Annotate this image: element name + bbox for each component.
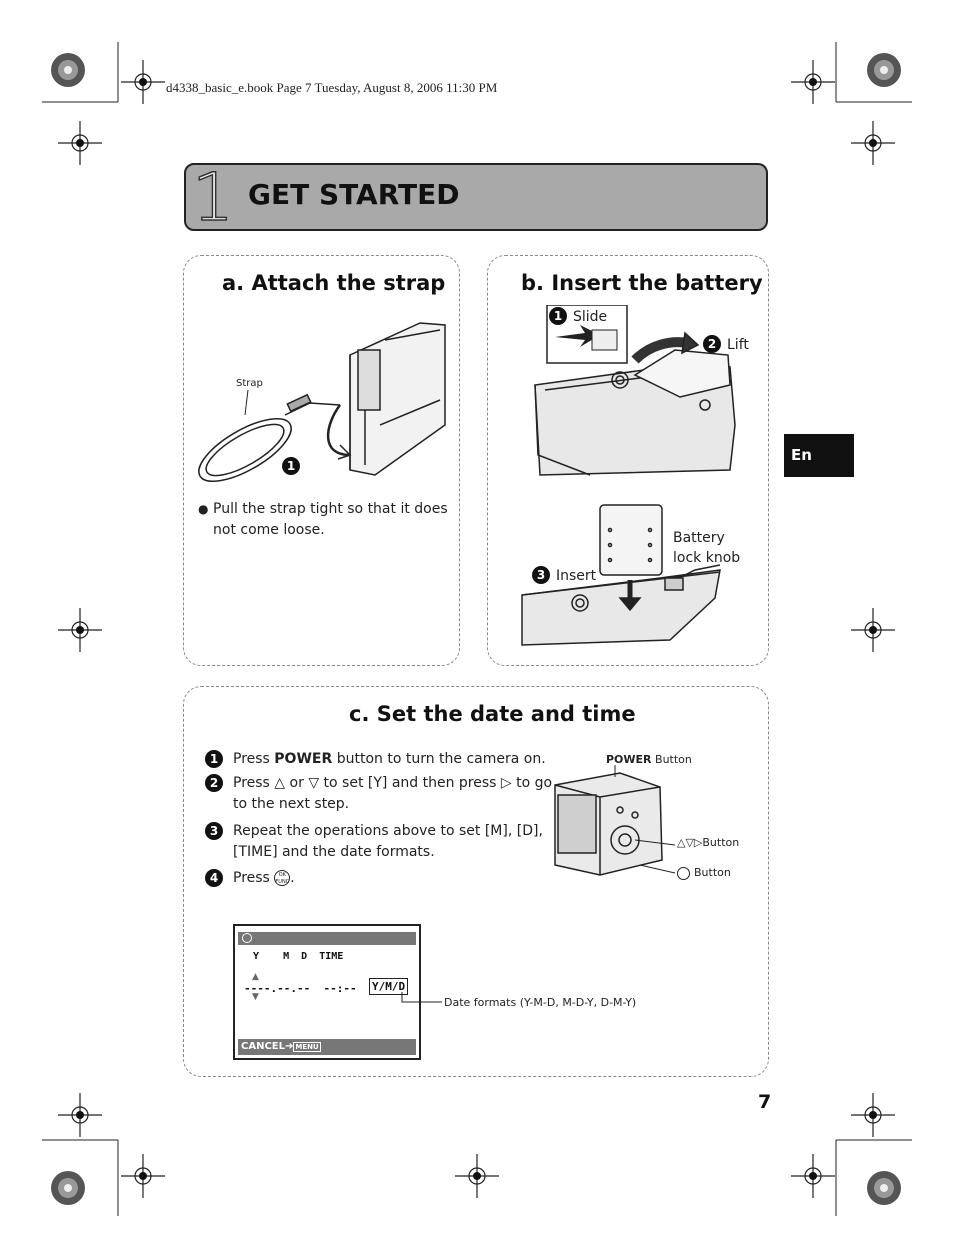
strap-bullet-text: Pull the strap tight so that it does not… — [213, 501, 448, 538]
date-step-2-num: 2 — [205, 774, 223, 792]
lcd-date-format: Y/M/D — [369, 978, 409, 995]
strap-camera-illustration — [198, 322, 446, 482]
date-step-3-num: 3 — [205, 822, 223, 840]
lcd-date-value: ----.--.-- --:-- — [244, 982, 357, 995]
format-callout-line — [401, 992, 442, 1003]
lcd-cancel-bar: CANCEL➔MENU — [238, 1039, 416, 1055]
lcd-date-screen: Y M D TIME ▲ ----.--.-- --:-- ▼ Y/M/D CA… — [233, 924, 421, 1060]
section-c-box — [183, 686, 769, 1077]
lcd-down-icon: ▼ — [252, 992, 259, 1002]
battery-step1-label: Slide — [573, 309, 608, 325]
date-step-2-d: to go to the next step. — [233, 775, 553, 812]
ok-func-small-icon — [677, 866, 690, 880]
down-arrow-icon: ▽ — [308, 775, 320, 791]
up-arrow-icon: △ — [274, 775, 286, 791]
date-step-2-a: Press — [233, 775, 275, 791]
section-b-title: b. Insert the battery — [521, 271, 763, 295]
language-tab: En — [784, 434, 854, 477]
ok-button-text: Button — [694, 866, 731, 879]
page-number: 7 — [758, 1091, 772, 1113]
date-step-1-text: Press POWER button to turn the camera on… — [233, 749, 563, 770]
arrow-icon: ➔ — [285, 1041, 294, 1052]
strap-step-marker: 1 — [282, 457, 300, 475]
battery-step2-num: 2 — [703, 335, 721, 353]
chapter-number: 1 — [191, 159, 235, 237]
strap-bullet: ● Pull the strap tight so that it does n… — [198, 499, 448, 541]
date-step-1-num: 1 — [205, 750, 223, 768]
chapter-title-bar — [184, 163, 768, 231]
battery-step3-label: Insert — [556, 568, 597, 584]
date-step-2-b: or — [285, 775, 309, 791]
battery-door-illustration — [534, 305, 736, 476]
ok-button-label: Button — [677, 866, 731, 880]
section-a-box — [183, 255, 460, 666]
chapter-title: GET STARTED — [248, 178, 460, 211]
battery-knob-label-line2: lock knob — [673, 550, 741, 566]
power-button-bold: POWER — [606, 753, 652, 766]
power-button-rest: Button — [651, 753, 692, 766]
arrow-buttons-label: △▽▷Button — [677, 836, 739, 849]
date-step-4-num: 4 — [205, 869, 223, 887]
date-step-4-post: . — [290, 870, 295, 886]
battery-step3-num: 3 — [532, 566, 550, 584]
camera-back-illustration — [554, 765, 675, 876]
power-button-label: POWER Button — [606, 753, 692, 766]
lcd-cancel-text: CANCEL — [241, 1041, 285, 1052]
section-a-title: a. Attach the strap — [222, 271, 446, 295]
arrow-keys-icon: △▽▷ — [677, 836, 703, 849]
date-step-2-text: Press △ or ▽ to set [Y] and then press ▷… — [233, 773, 563, 815]
clock-icon — [242, 933, 252, 943]
battery-knob-label-line1: Battery — [673, 530, 725, 546]
book-file-line: d4338_basic_e.book Page 7 Tuesday, Augus… — [166, 80, 498, 95]
date-step-2-c: to set [Y] and then press — [319, 775, 501, 791]
date-step-1-post: button to turn the camera on. — [332, 751, 546, 767]
date-formats-note: Date formats (Y-M-D, M-D-Y, D-M-Y) — [444, 996, 637, 1009]
battery-insert-illustration — [521, 504, 721, 646]
battery-knob-label: Battery lock knob — [673, 528, 740, 568]
lcd-field-labels: Y M D TIME — [253, 951, 344, 962]
section-b-box — [487, 255, 769, 666]
arrow-buttons-text: Button — [702, 836, 740, 849]
power-keyword: POWER — [274, 751, 333, 767]
section-c-title: c. Set the date and time — [349, 702, 636, 726]
lcd-header-bar — [238, 932, 416, 945]
date-step-4-pre: Press — [233, 870, 275, 886]
lcd-up-icon: ▲ — [252, 972, 259, 982]
bullet-icon: ● — [198, 502, 209, 516]
battery-step2-label: Lift — [727, 337, 749, 353]
menu-key-label: MENU — [293, 1042, 321, 1052]
battery-step1-num: 1 — [549, 307, 567, 325]
date-step-3-text: Repeat the operations above to set [M], … — [233, 823, 543, 860]
date-step-1-pre: Press — [233, 751, 275, 767]
right-arrow-icon: ▷ — [500, 775, 512, 791]
strap-label: Strap — [236, 378, 263, 389]
